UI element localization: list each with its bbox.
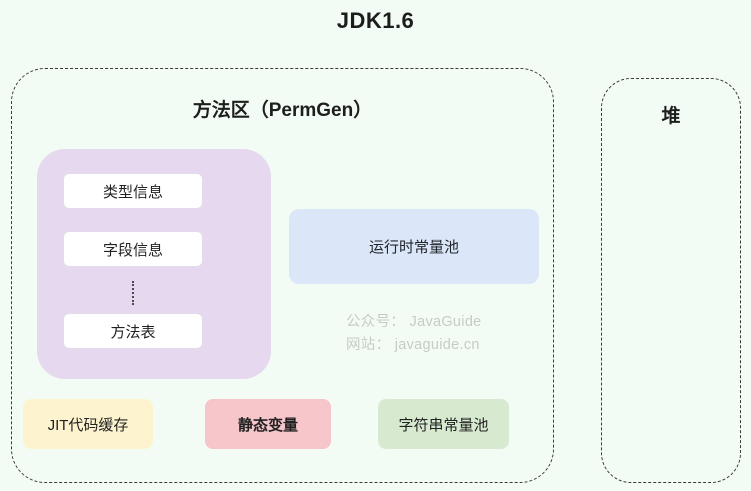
class-data-block: 类型信息 字段信息 方法表 [37,149,271,379]
vertical-ellipsis-dots [132,281,134,305]
method-area-label: 方法区（PermGen） [192,100,373,121]
method-area-container: 方法区（PermGen） 类型信息 字段信息 方法表 运行时常量池 公众号： J… [11,68,554,483]
jit-code-cache-box: JIT代码缓存 [23,399,153,449]
watermark-line2: 网站： javaguide.cn [346,337,480,353]
runtime-constant-pool-box: 运行时常量池 [289,209,539,284]
field-info-box: 字段信息 [63,231,203,267]
heap-container: 堆 [601,78,741,483]
diagram-title: JDK1.6 [336,8,415,33]
heap-label: 堆 [661,106,681,127]
type-info-box: 类型信息 [63,173,203,209]
watermark: 公众号： JavaGuide 网站： javaguide.cn [346,311,482,357]
string-constant-pool-box: 字符串常量池 [378,399,509,449]
watermark-line1: 公众号： JavaGuide [346,314,482,330]
method-table-box: 方法表 [63,313,203,349]
static-variables-box: 静态变量 [205,399,331,449]
